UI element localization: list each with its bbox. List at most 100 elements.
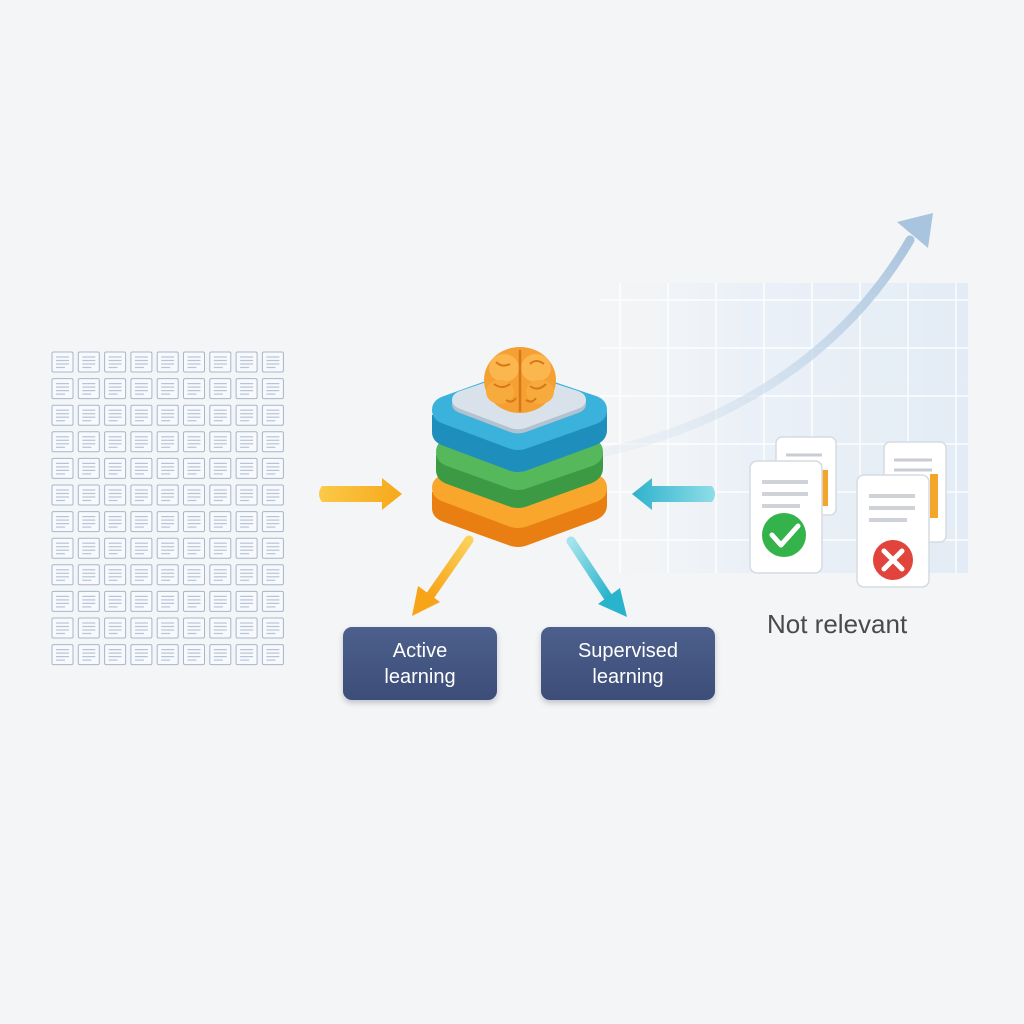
growth-trend-arrow [585,213,933,460]
document-thumbnail [209,644,232,666]
document-thumbnail [235,351,258,373]
document-thumbnail [104,431,127,453]
document-thumbnail [209,351,232,373]
document-thumbnail [51,404,74,426]
document-thumbnail [235,590,258,612]
document-thumbnail [183,431,205,453]
document-thumbnail [130,644,153,666]
document-thumbnail [261,431,284,453]
document-thumbnail [156,537,179,559]
supervised-learning-arrow [566,536,627,617]
document-thumbnail [209,511,232,533]
input-arrow-left [319,478,402,510]
document-thumbnail [51,457,74,479]
document-thumbnail [51,431,74,453]
not-relevant-label: Not relevant [767,609,908,639]
document-thumbnail [235,431,258,453]
document-thumbnail [51,537,74,559]
document-thumbnail [183,590,205,612]
document-thumbnail [130,511,153,533]
document-thumbnail [183,484,205,506]
document-thumbnail [235,511,258,533]
document-thumbnail [235,537,258,559]
document-thumbnail [104,351,127,373]
document-thumbnail [261,511,284,533]
document-thumbnail [130,378,153,400]
document-thumbnail [104,617,127,639]
document-thumbnail [261,644,284,666]
document-thumbnail [261,564,284,586]
document-thumbnail [51,564,74,586]
document-thumbnail [77,617,100,639]
document-thumbnail [235,404,258,426]
document-thumbnail [77,431,100,453]
document-thumbnail [51,617,74,639]
document-thumbnail [261,404,284,426]
document-thumbnail [261,351,284,373]
document-thumbnail [77,644,100,666]
document-thumbnail [209,590,232,612]
document-thumbnail [209,537,232,559]
document-thumbnail [104,404,127,426]
document-thumbnail [261,378,284,400]
document-thumbnail [77,537,100,559]
document-thumbnail [183,511,205,533]
supervised-learning-box: Supervised learning [541,627,715,700]
document-thumbnail [104,564,127,586]
document-thumbnail [209,484,232,506]
document-thumbnail [130,431,153,453]
document-thumbnail [183,378,205,400]
document-thumbnail [77,484,100,506]
document-thumbnail [130,564,153,586]
document-thumbnail [156,378,179,400]
document-thumbnail [156,564,179,586]
document-thumbnail [183,644,205,666]
active-learning-label: Active learning [384,639,456,688]
document-thumbnail [156,404,179,426]
document-thumbnail [51,378,74,400]
document-thumbnail [235,644,258,666]
document-thumbnail [104,511,127,533]
document-thumbnail [77,378,100,400]
supervised-learning-label: Supervised learning [577,639,679,688]
document-thumbnail [235,617,258,639]
document-thumbnail [104,484,127,506]
document-cross-icon [856,441,947,588]
document-thumbnail [156,431,179,453]
document-thumbnail [77,351,100,373]
document-thumbnail [209,378,232,400]
document-thumbnail [77,404,100,426]
active-learning-arrow [412,535,474,616]
document-thumbnail [183,351,205,373]
document-thumbnail [104,378,127,400]
active-learning-box: Active learning [343,627,497,700]
document-checkmark-icon [749,436,837,574]
document-thumbnail [130,537,153,559]
document-thumbnail [209,431,232,453]
document-thumbnail [51,351,74,373]
document-thumbnail [261,457,284,479]
input-arrow-right [632,478,715,510]
document-thumbnail [51,484,74,506]
document-thumbnail [77,564,100,586]
document-thumbnail [51,590,74,612]
document-thumbnail [130,617,153,639]
document-thumbnail [183,457,205,479]
document-thumbnail [104,537,127,559]
document-thumbnail [156,511,179,533]
document-thumbnail [104,590,127,612]
brain-icon [484,347,556,413]
document-thumbnail [130,404,153,426]
document-thumbnail [183,537,205,559]
document-thumbnail [209,404,232,426]
document-thumbnail [235,564,258,586]
document-thumbnail [183,564,205,586]
document-thumbnail [77,590,100,612]
document-thumbnail [209,457,232,479]
document-thumbnail [130,484,153,506]
document-thumbnail [156,484,179,506]
document-thumbnail [156,351,179,373]
document-thumbnail [156,590,179,612]
document-thumbnail [183,404,205,426]
